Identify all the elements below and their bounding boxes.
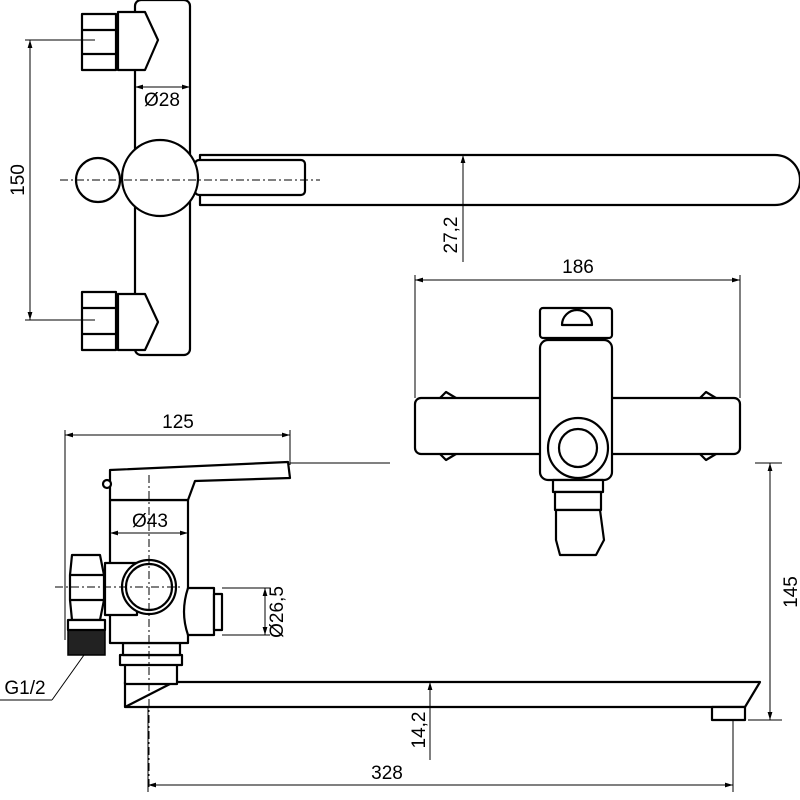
dim-depth: 125 (162, 412, 194, 433)
dim-body-diameter: Ø43 (132, 511, 168, 532)
dim-inlet-spacing: 150 (8, 164, 29, 196)
dim-top-body-diameter: Ø28 (144, 90, 180, 111)
thread-label: G1/2 (4, 678, 45, 699)
top-view: 150 Ø28 27,2 (8, 0, 800, 357)
front-diverter (557, 427, 599, 469)
top-lever (193, 158, 307, 197)
front-view: 186 (413, 257, 742, 557)
bottom-inlet-nut (80, 290, 160, 352)
side-lever (108, 460, 292, 502)
dim-outlet-diameter: Ø26,5 (267, 586, 288, 638)
side-spout (123, 680, 762, 709)
dim-overall-width: 186 (562, 257, 594, 278)
thread-g12 (67, 629, 106, 656)
dim-height: 145 (781, 576, 800, 608)
top-inlet-nut (80, 10, 160, 72)
dim-spout-reach: 328 (371, 763, 403, 784)
dim-spout-height: 27,2 (441, 217, 462, 254)
side-view: 125 Ø43 Ø26,5 (0, 412, 800, 792)
top-handle-disc (120, 138, 200, 218)
dim-spout-thickness: 14,2 (409, 712, 430, 749)
